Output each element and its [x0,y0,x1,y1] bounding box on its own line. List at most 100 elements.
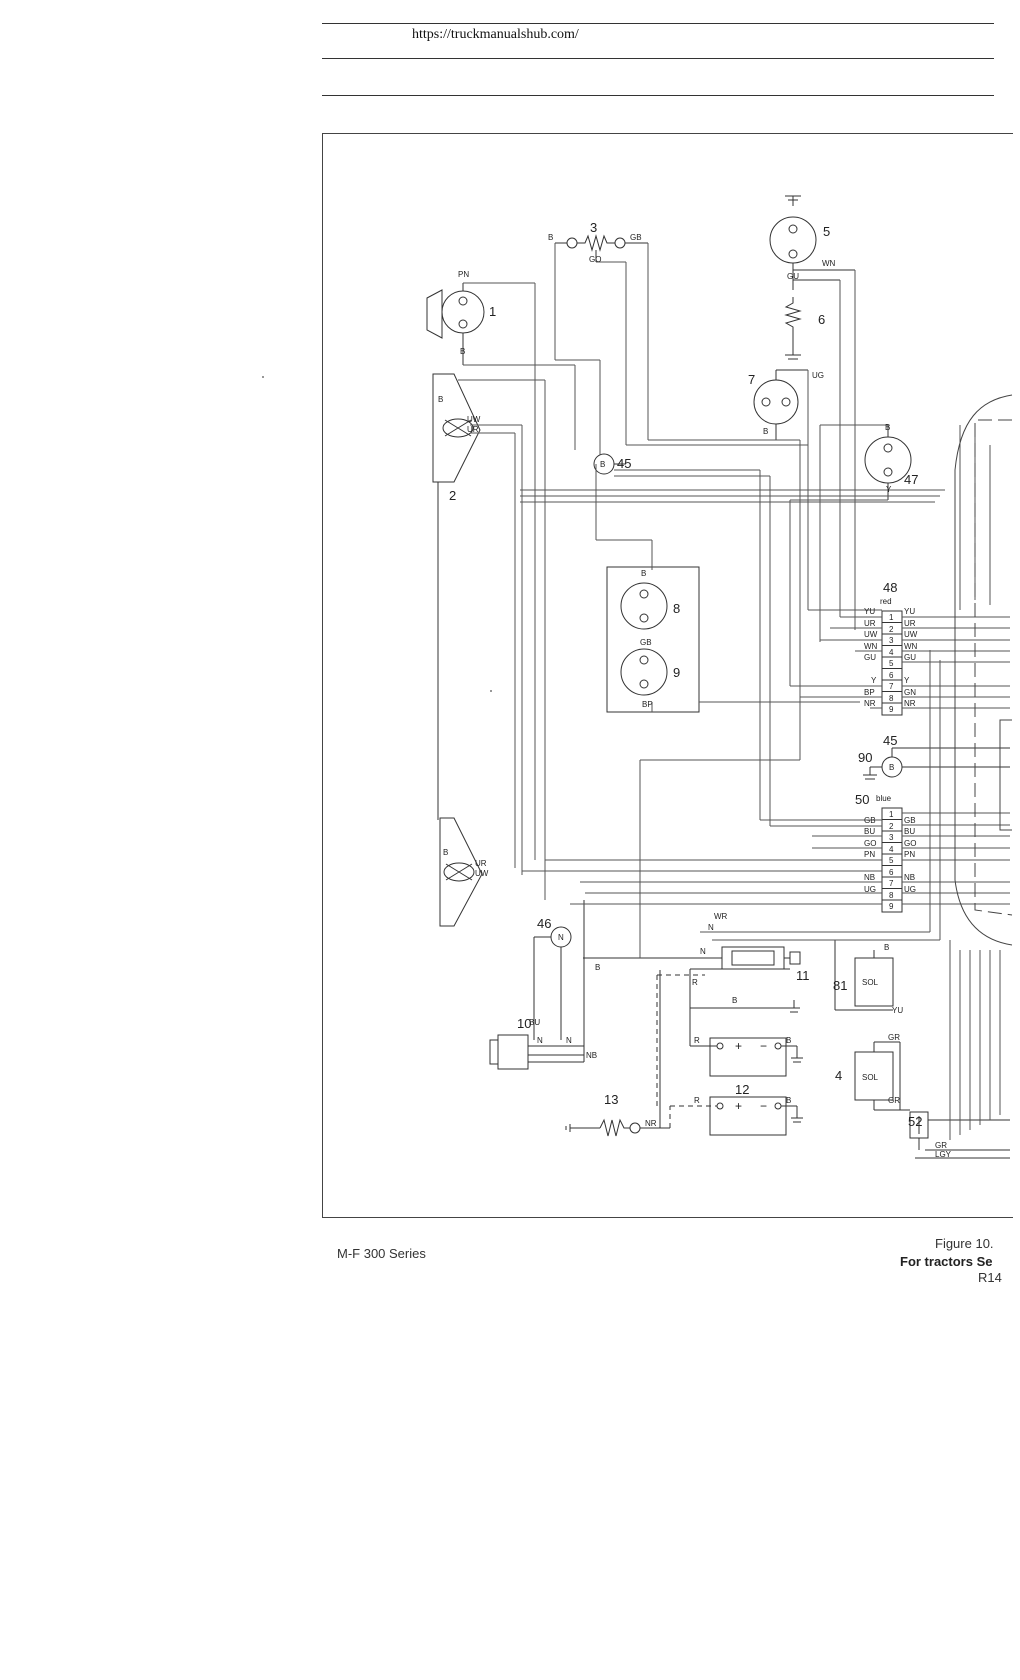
figure-subtitle: For tractors Se [900,1254,993,1269]
connector-50-color: blue [876,794,892,803]
pin: 5 [889,856,894,865]
headlamp-2 [432,373,483,927]
pin: 5 [889,659,894,668]
wire-label: N [537,1036,543,1045]
wire-label: GB [630,233,642,242]
battery-12 [670,1096,803,1136]
wire-right: WN [904,642,918,651]
wire-left: BU [864,827,875,836]
label-13: 13 [604,1092,618,1107]
wire-label: B [595,963,600,972]
header-rule-middle [322,58,994,59]
wire-left: UR [864,619,876,628]
pin: 7 [889,682,894,691]
resistor-3 [555,234,648,262]
lamp-5 [769,195,855,290]
label-10: 10 [517,1016,531,1031]
wire-label: GR [888,1096,900,1105]
label-47: 47 [904,472,918,487]
lamp-47 [864,425,912,500]
wire-left: WN [864,642,878,651]
wire-left: NR [864,699,876,708]
instrument-panel-outline [954,394,1013,946]
pin: 8 [889,891,894,900]
wire-label: N [566,1036,572,1045]
label-6: 6 [818,312,825,327]
pin: 9 [889,705,894,714]
wire-label: B [600,460,605,469]
battery-upper [689,1008,803,1077]
label-1: 1 [489,304,496,319]
wire-right: UW [904,630,918,639]
wire-right: UR [904,619,916,628]
diode-52 [909,1111,1010,1159]
wire-right: PN [904,850,915,859]
wire-label: GR [935,1141,947,1150]
pin: 7 [889,879,894,888]
wire-left: GU [864,653,876,662]
wire-right: UG [904,885,916,894]
solenoid-4 [854,1041,910,1111]
label-50: 50 [855,792,869,807]
resistor-6 [784,297,802,360]
wire-right: YU [904,607,915,616]
wire-label: GO [589,255,601,264]
label-52: 52 [908,1114,922,1129]
wire-label: B [889,763,894,772]
pin: 6 [889,671,894,680]
wire-right: BU [904,827,915,836]
pin: 2 [889,625,894,634]
label-2: 2 [449,488,456,503]
pin: 3 [889,833,894,842]
connector-48-body [881,610,903,716]
label-81: 81 [833,978,847,993]
solenoid-label: SOL [862,1073,879,1082]
label-45-top: 45 [617,456,631,471]
wire-left: Y [871,676,877,685]
wire-right: GB [904,816,916,825]
wire-left: PN [864,850,875,859]
battery-terminals: + − + − [735,1039,767,1113]
wire-label: YU [892,1006,903,1015]
label-8: 8 [673,601,680,616]
wire-left: UW [864,630,878,639]
label-48: 48 [883,580,897,595]
gauge-box-8-9 [606,566,700,713]
wire-left: YU [864,607,875,616]
wire-label: Y [886,485,892,494]
wire-label: UR [467,425,479,434]
wire-left: UG [864,885,876,894]
wire-label: GR [888,1033,900,1042]
wire-right: GO [904,839,916,848]
wire-label: B [763,427,768,436]
scan-speck [490,690,492,692]
wire-label: N [700,947,706,956]
wire-label: NR [645,1119,657,1128]
label-7: 7 [748,372,755,387]
starter-11 [583,946,801,1013]
wire-labels: PN B B GB GO WN GU UG B B UW UR B UR UW … [438,233,952,1159]
diagram-frame [322,133,1013,1218]
connector-48-labels: red 1 2 3 4 5 6 7 8 9 YU UR UW WN GU Y B… [864,597,918,714]
wire-label: R [694,1036,700,1045]
svg-text:−: − [760,1039,767,1053]
wire-label: N [558,933,564,942]
label-4: 4 [835,1068,842,1083]
label-11: 11 [796,968,810,983]
wire-left: BP [864,688,875,697]
source-url[interactable]: https://truckmanualshub.com/ [412,27,579,42]
wire-label: B [786,1096,791,1105]
label-46: 46 [537,916,551,931]
wire-label: UW [475,869,489,878]
pin: 1 [889,810,894,819]
wire-label: B [460,347,465,356]
wire-label: UG [812,371,824,380]
label-45-lower: 45 [883,733,897,748]
switch-45-lower [863,747,1010,780]
wire-label: B [786,1036,791,1045]
wire-label: B [438,395,443,404]
wire-right: GU [904,653,916,662]
wire-label: UR [475,859,487,868]
solenoid-label: SOL [862,978,879,987]
connector-50-labels: blue 1 2 3 4 5 6 7 8 9 GB BU GO PN NB UG… [864,794,916,911]
